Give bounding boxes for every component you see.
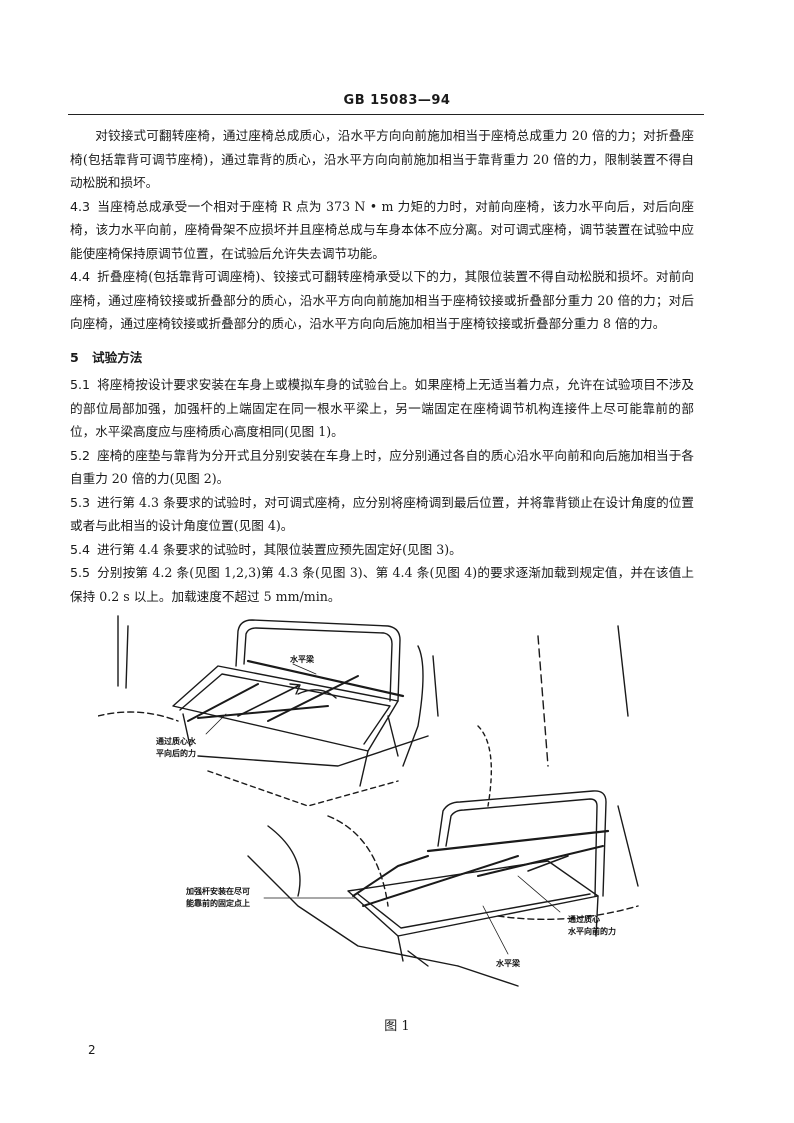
label-front-force-line2: 水平向前的力 (567, 926, 616, 936)
figure-1-drawing: 水平梁 通过质心水 平向后的力 加强杆安装在尽可 能靠前的固定点上 通过质心 水… (97, 606, 658, 996)
clause-text: 折叠座椅(包括靠背可调座椅)、铰接式可翻转座椅承受以下的力，其限位装置不得自动松… (70, 269, 694, 331)
clause-text: 分别按第 4.2 条(见图 1,2,3)第 4.3 条(见图 3)、第 4.4 … (70, 565, 694, 604)
header-rule (68, 114, 704, 115)
label-front-force-line1: 通过质心 (568, 914, 600, 924)
section-title: 试验方法 (92, 349, 143, 365)
clause-text: 将座椅按设计要求安装在车身上或模拟车身的试验台上。如果座椅上无适当着力点，允许在… (70, 377, 694, 439)
upper-seat-frame (97, 615, 629, 807)
clause-text: 进行第 4.3 条要求的试验时，对可调式座椅，应分别将座椅调到最后位置，并将靠背… (70, 494, 694, 534)
clause-text: 进行第 4.4 条要求的试验时，其限位装置应预先固定好(见图 3)。 (97, 541, 462, 557)
clause-number: 5.1 (70, 377, 91, 392)
section-heading: 5 试验方法 (70, 346, 694, 370)
clause-number: 5.2 (70, 447, 91, 463)
paragraph-4-2-continuation: 对铰接式可翻转座椅，通过座椅总成质心，沿水平方向向前施加相当于座椅总成重力 20… (70, 124, 694, 195)
clause-number: 5.5 (70, 565, 91, 580)
label-rear-force-line1: 通过质心水 (156, 736, 197, 746)
lower-seat-frame (247, 790, 639, 987)
clause-number: 5.3 (70, 494, 91, 510)
document-body: 对铰接式可翻转座椅，通过座椅总成质心，沿水平方向向前施加相当于座椅总成重力 20… (70, 124, 694, 608)
clause-5-4: 5.4 进行第 4.4 条要求的试验时，其限位装置应预先固定好(见图 3)。 (70, 538, 694, 562)
label-beam-top: 水平梁 (289, 654, 315, 664)
label-beam-bottom: 水平梁 (495, 958, 521, 968)
clause-number: 4.3 (70, 198, 91, 214)
label-brace-line1: 加强杆安装在尽可 (185, 886, 250, 896)
page-number: 2 (88, 1043, 96, 1057)
section-number: 5 (70, 349, 79, 365)
clause-number: 4.4 (70, 269, 91, 284)
figure-caption: 图 1 (384, 1019, 410, 1034)
label-rear-force-line2: 平向后的力 (156, 748, 196, 758)
clause-text: 座椅的座垫与靠背为分开式且分别安装在车身上时，应分别通过各自的质心沿水平向前和向… (70, 447, 694, 487)
clause-number: 5.4 (70, 541, 91, 557)
clause-text: 当座椅总成承受一个相对于座椅 R 点为 373 N • m 力矩的力时，对前向座… (70, 198, 694, 261)
document-header: GB 15083—94 (343, 93, 451, 108)
paragraph-text: 对铰接式可翻转座椅，通过座椅总成质心，沿水平方向向前施加相当于座椅总成重力 20… (70, 128, 694, 190)
label-brace-line2: 能靠前的固定点上 (186, 898, 250, 908)
